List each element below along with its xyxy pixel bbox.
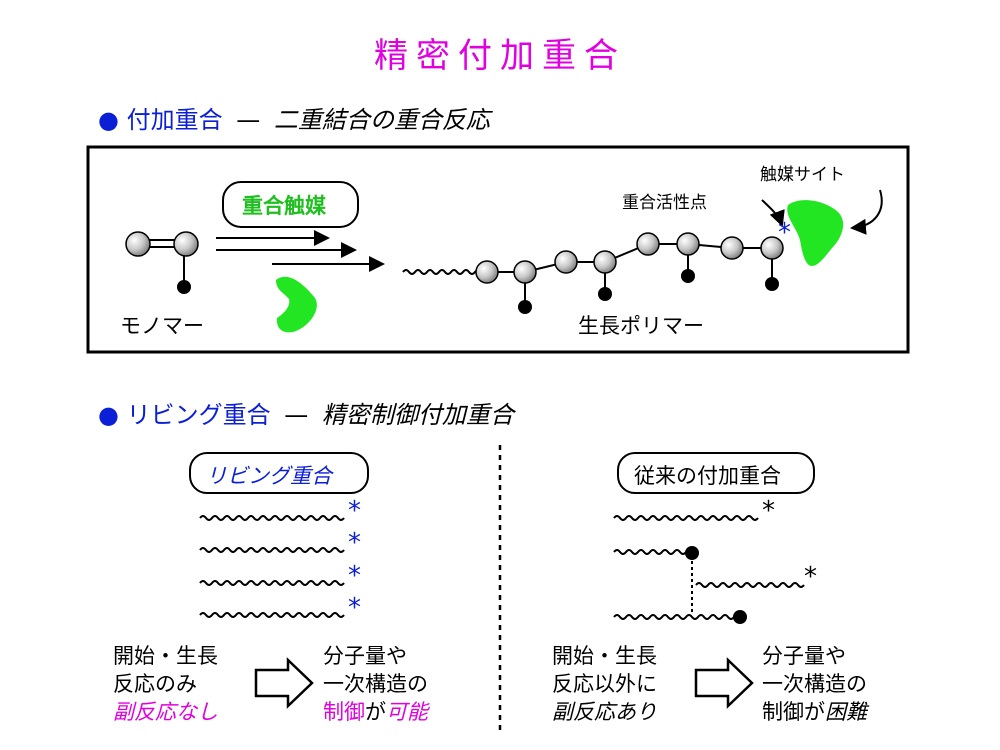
section-heading-addition: ● 付加重合 — 二重結合の重合反応 [98,100,490,135]
living-result-particle: が [365,700,386,724]
terminated-end-dot [685,546,699,560]
bullet-icon: ● [98,106,119,134]
living-chains [199,515,345,618]
living-result-control: 制御 [323,700,365,724]
section-description: 精密制御付加重合 [321,401,514,429]
terminated-end-dot [733,610,747,624]
conventional-chains [613,515,805,620]
page-title: 精密付加重合 [374,36,626,76]
section-dash: — [236,106,261,134]
conv-cond-line3: 副反応あり [552,700,657,724]
living-result-line1: 分子量や [323,644,407,668]
catalyst-shape-icon [276,276,317,333]
section-name: リビング重合 [126,401,271,429]
reaction-arrows [216,230,385,272]
catalyst-label-box [222,181,359,228]
section-name: 付加重合 [126,106,223,134]
conventional-end-asterisk: * [804,562,817,592]
catalyst-site-label: 触媒サイト [760,165,845,185]
bullet-icon: ● [98,401,119,429]
living-label-box [189,452,369,494]
section-heading-living: ● リビング重合 — 精密制御付加重合 [98,395,514,430]
conv-result-line2: 一次構造の [762,672,867,696]
conv-cond-line2: 反応以外に [552,672,657,696]
conventional-conditions: 開始・生長 反応以外に 副反応あり [552,642,657,726]
catalyst-label: 重合触媒 [242,194,326,218]
living-cond-line3: 副反応なし [113,700,218,724]
active-site-label: 重合活性点 [622,193,707,213]
living-result: 分子量や 一次構造の 制御が可能 [323,642,428,726]
living-result-line2: 一次構造の [323,672,428,696]
conv-result-difficult: 困難 [825,700,867,724]
living-result-possible: 可能 [386,700,428,724]
living-conditions: 開始・生長 反応のみ 副反応なし [113,642,218,726]
result-arrow-icon [254,657,314,709]
polymer-label: 生長ポリマー [578,314,704,338]
result-arrow-icon [694,657,754,709]
catalyst-site-pointer-arrow-icon [850,189,883,235]
conventional-box-label: 従来の付加重合 [634,464,781,488]
catalyst-site-shape-icon [787,200,844,266]
conventional-result: 分子量や 一次構造の 制御が困難 [762,642,867,726]
active-site-asterisk: * [778,218,791,248]
conventional-label-box [617,452,815,494]
growing-polymer [402,232,784,314]
living-box-label: リビング重合 [206,464,332,488]
living-end-asterisk: * [348,561,361,591]
conv-cond-line1: 開始・生長 [552,644,657,668]
conv-result-particle: が [804,700,825,724]
conventional-end-asterisk: * [762,496,775,526]
section-dash: — [284,401,309,429]
monomer-label: モノマー [120,314,204,338]
living-cond-line1: 開始・生長 [113,644,218,668]
addition-panel-frame [86,145,910,354]
conv-result-control: 制御 [762,700,804,724]
living-end-asterisk: * [348,496,361,526]
living-end-asterisk: * [348,528,361,558]
active-site-pointer-arrow-icon [761,199,785,227]
monomer-molecule [125,231,199,294]
living-cond-line2: 反応のみ [113,672,197,696]
living-end-asterisk: * [348,593,361,623]
conv-result-line1: 分子量や [762,644,846,668]
section-description: 二重結合の重合反応 [273,106,490,134]
